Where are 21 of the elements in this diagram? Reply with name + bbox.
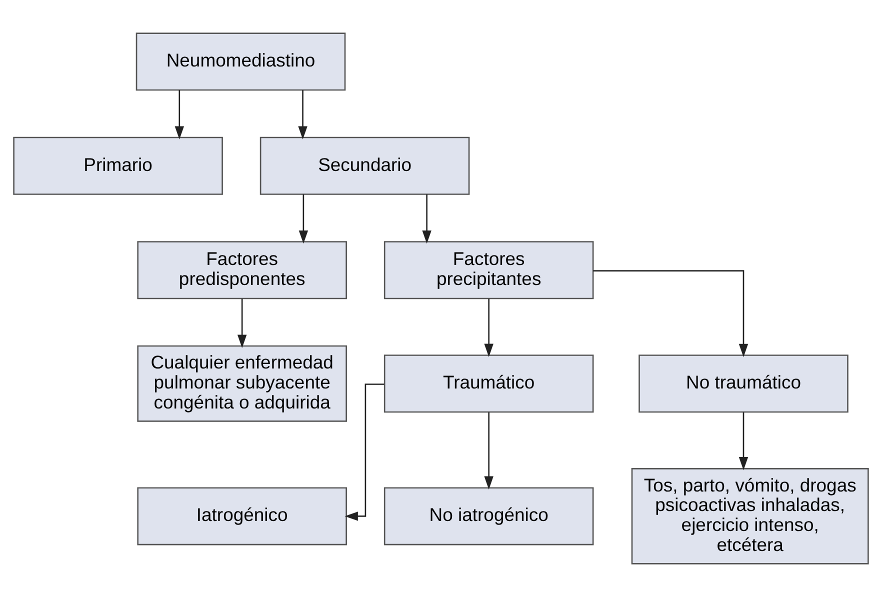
arrow: [237, 298, 247, 348]
arrow: [484, 412, 494, 489]
node-box: No iatrogénico: [384, 486, 594, 545]
node-box: Neumomediastino: [136, 32, 346, 90]
node-box: Tos, parto, vómito, drogas psicoactivas inhaladas, ejercicio intenso, etcétera: [631, 468, 869, 564]
arrow: [174, 90, 184, 139]
node-box: Factores predisponentes: [137, 240, 347, 299]
arrow: [484, 298, 494, 356]
arrow: [344, 383, 384, 520]
node-box: No traumático: [638, 354, 848, 412]
arrow: [298, 194, 308, 244]
node-box: Factores precipitantes: [384, 240, 594, 299]
node-box: Primario: [13, 136, 223, 194]
arrow: [593, 270, 748, 357]
arrow: [738, 412, 748, 470]
arrow: [422, 194, 432, 244]
node-box: Iatrogénico: [137, 486, 347, 545]
node-box: Secundario: [260, 136, 470, 194]
node-box: Cualquier enfermedad pulmonar subyacente congénita o adquirida: [137, 344, 347, 422]
node-box: Traumático: [384, 354, 594, 412]
arrow: [298, 90, 308, 139]
